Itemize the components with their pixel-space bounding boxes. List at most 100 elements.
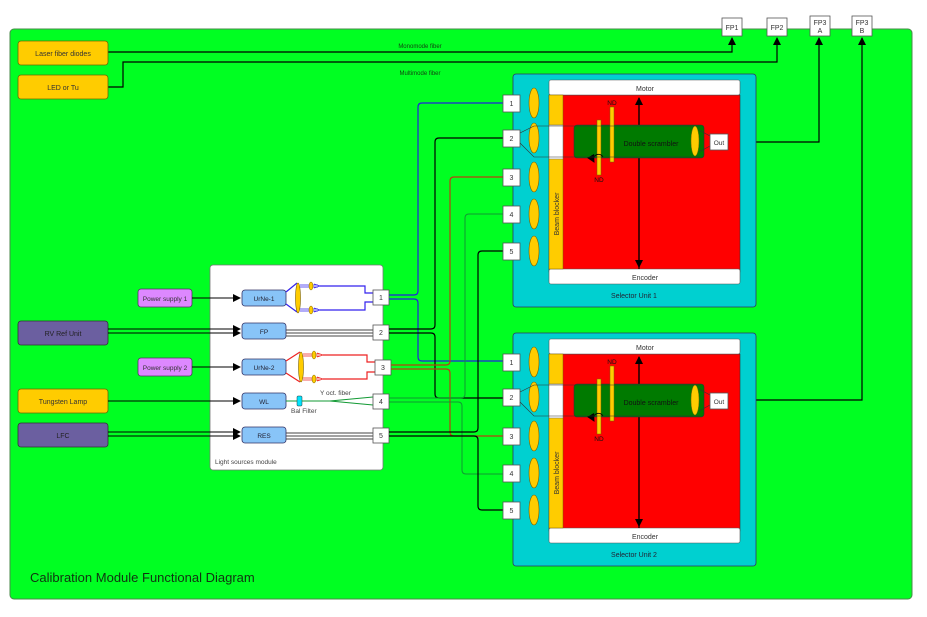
routing-fibers <box>389 102 503 511</box>
y-oct-fiber-label: Y oct. fiber <box>320 390 352 397</box>
lens-icon <box>528 235 540 267</box>
nd-top-label: ND <box>607 100 617 107</box>
output-fp3b: FP3 B <box>851 15 873 37</box>
motor-box <box>548 338 741 355</box>
lfc-label: LFC <box>56 433 69 440</box>
output-fp3b-line2: B <box>860 28 865 35</box>
output-fp3b-line1: FP3 <box>856 20 869 27</box>
nd-filter-upper <box>609 365 615 422</box>
rv-ref-label: RV Ref Unit <box>45 331 82 338</box>
selector-port-label: 5 <box>510 508 514 515</box>
selector-unit-name: Selector Unit 2 <box>611 552 657 559</box>
output-fp1-label: FP1 <box>726 25 739 32</box>
lamp-wl-label: WL <box>259 399 269 406</box>
source-laser-fiber-diodes: Laser fiber diodes <box>17 40 109 66</box>
lens-icon <box>528 346 540 378</box>
nd-filter-lower <box>596 378 602 435</box>
wl-fiber: Bal Filter Y oct. fiber <box>286 390 374 415</box>
beam-blocker-label: Beam blocker <box>554 192 561 235</box>
motor-label: Motor <box>636 86 655 93</box>
selector-port-label: 3 <box>510 434 514 441</box>
out-label: Out <box>714 399 725 406</box>
nd-bottom-label: ND <box>594 177 604 184</box>
encoder-label: Encoder <box>632 534 659 541</box>
monomode-fiber-label: Monomode fiber <box>398 44 441 50</box>
beam-blocker <box>548 94 564 270</box>
motor-label: Motor <box>636 345 655 352</box>
lens-icon <box>528 494 540 526</box>
out-port <box>709 133 729 151</box>
lamp-urne-1: UrNe-1 <box>241 289 287 307</box>
encoder-box <box>548 268 741 285</box>
lens-icon <box>528 87 540 119</box>
tungsten-label: Tungsten Lamp <box>39 399 87 406</box>
lsm-port-1: 1 <box>379 295 383 302</box>
selector-port-label: 4 <box>510 212 514 219</box>
selector-port-label: 1 <box>510 101 514 108</box>
selector-port-label: 5 <box>510 249 514 256</box>
lamp-res-label: RES <box>257 433 271 440</box>
selector-port-3 <box>502 427 521 446</box>
monomode-fiber <box>108 37 736 53</box>
selector-port-2 <box>502 129 521 148</box>
out-port <box>709 392 729 410</box>
selector2-output-fiber <box>728 37 866 401</box>
light-module-title: Light sources module <box>215 459 277 466</box>
lens-icon <box>528 198 540 230</box>
multimode-fiber <box>108 37 781 88</box>
out-label: Out <box>714 140 725 147</box>
beam-blocker <box>548 353 564 529</box>
rotation-arrow-icon <box>587 412 604 422</box>
output-fp3a-line1: FP3 <box>814 20 827 27</box>
encoder-label: Encoder <box>632 275 659 282</box>
selector-port-1 <box>502 94 521 113</box>
laser-label: Laser fiber diodes <box>35 51 91 58</box>
lamp-fp-label: FP <box>260 329 268 336</box>
output-fp3a: FP3 A <box>809 15 831 37</box>
selector-port-label: 3 <box>510 175 514 182</box>
bal-filter-icon <box>296 395 303 407</box>
nd-filter-upper <box>609 106 615 163</box>
source-lfc: LFC <box>17 422 109 448</box>
res-fiber <box>286 432 373 440</box>
double-scrambler-label: Double scrambler <box>624 141 680 148</box>
bal-filter-label: Bal Filter <box>291 408 317 415</box>
led-label: LED or Tu <box>47 85 79 92</box>
power-supply-2: Power supply 2 <box>137 357 193 377</box>
selector-port-3 <box>502 168 521 187</box>
source-led: LED or Tu <box>17 74 109 100</box>
diagram-background <box>9 28 913 600</box>
urne2-splitter <box>285 350 375 384</box>
double-scrambler-label: Double scrambler <box>624 400 680 407</box>
diagram-title: Calibration Module Functional Diagram <box>30 570 255 585</box>
lamp-fp: FP <box>241 322 287 340</box>
double-scrambler <box>573 124 705 159</box>
selector-port-label: 1 <box>510 360 514 367</box>
urne1-splitter <box>285 281 373 315</box>
selector-unit-name: Selector Unit 1 <box>611 293 657 300</box>
double-scrambler <box>573 383 705 418</box>
selector-port-label: 4 <box>510 471 514 478</box>
power-supply-1: Power supply 1 <box>137 288 193 308</box>
output-fp3a-line2: A <box>818 28 823 35</box>
lamp-urne-2-label: UrNe-2 <box>254 365 275 372</box>
source-rv-ref-unit: RV Ref Unit <box>17 320 109 346</box>
lamp-urne-1-label: UrNe-1 <box>254 296 275 303</box>
nd-bottom-label: ND <box>594 436 604 443</box>
encoder-box <box>548 527 741 544</box>
selector-port-4 <box>502 205 521 224</box>
rotation-arrow-icon <box>587 153 604 163</box>
ps2-label: Power supply 2 <box>143 365 188 372</box>
motor-box <box>548 79 741 96</box>
fp-fiber <box>286 329 373 337</box>
nd-filter-lower <box>596 119 602 176</box>
lamp-res: RES <box>241 426 287 444</box>
selector-port-5 <box>502 242 521 261</box>
selector-port-4 <box>502 464 521 483</box>
lamp-wl: WL <box>241 392 287 410</box>
ps1-label: Power supply 1 <box>143 296 188 303</box>
lens-icon <box>528 457 540 489</box>
